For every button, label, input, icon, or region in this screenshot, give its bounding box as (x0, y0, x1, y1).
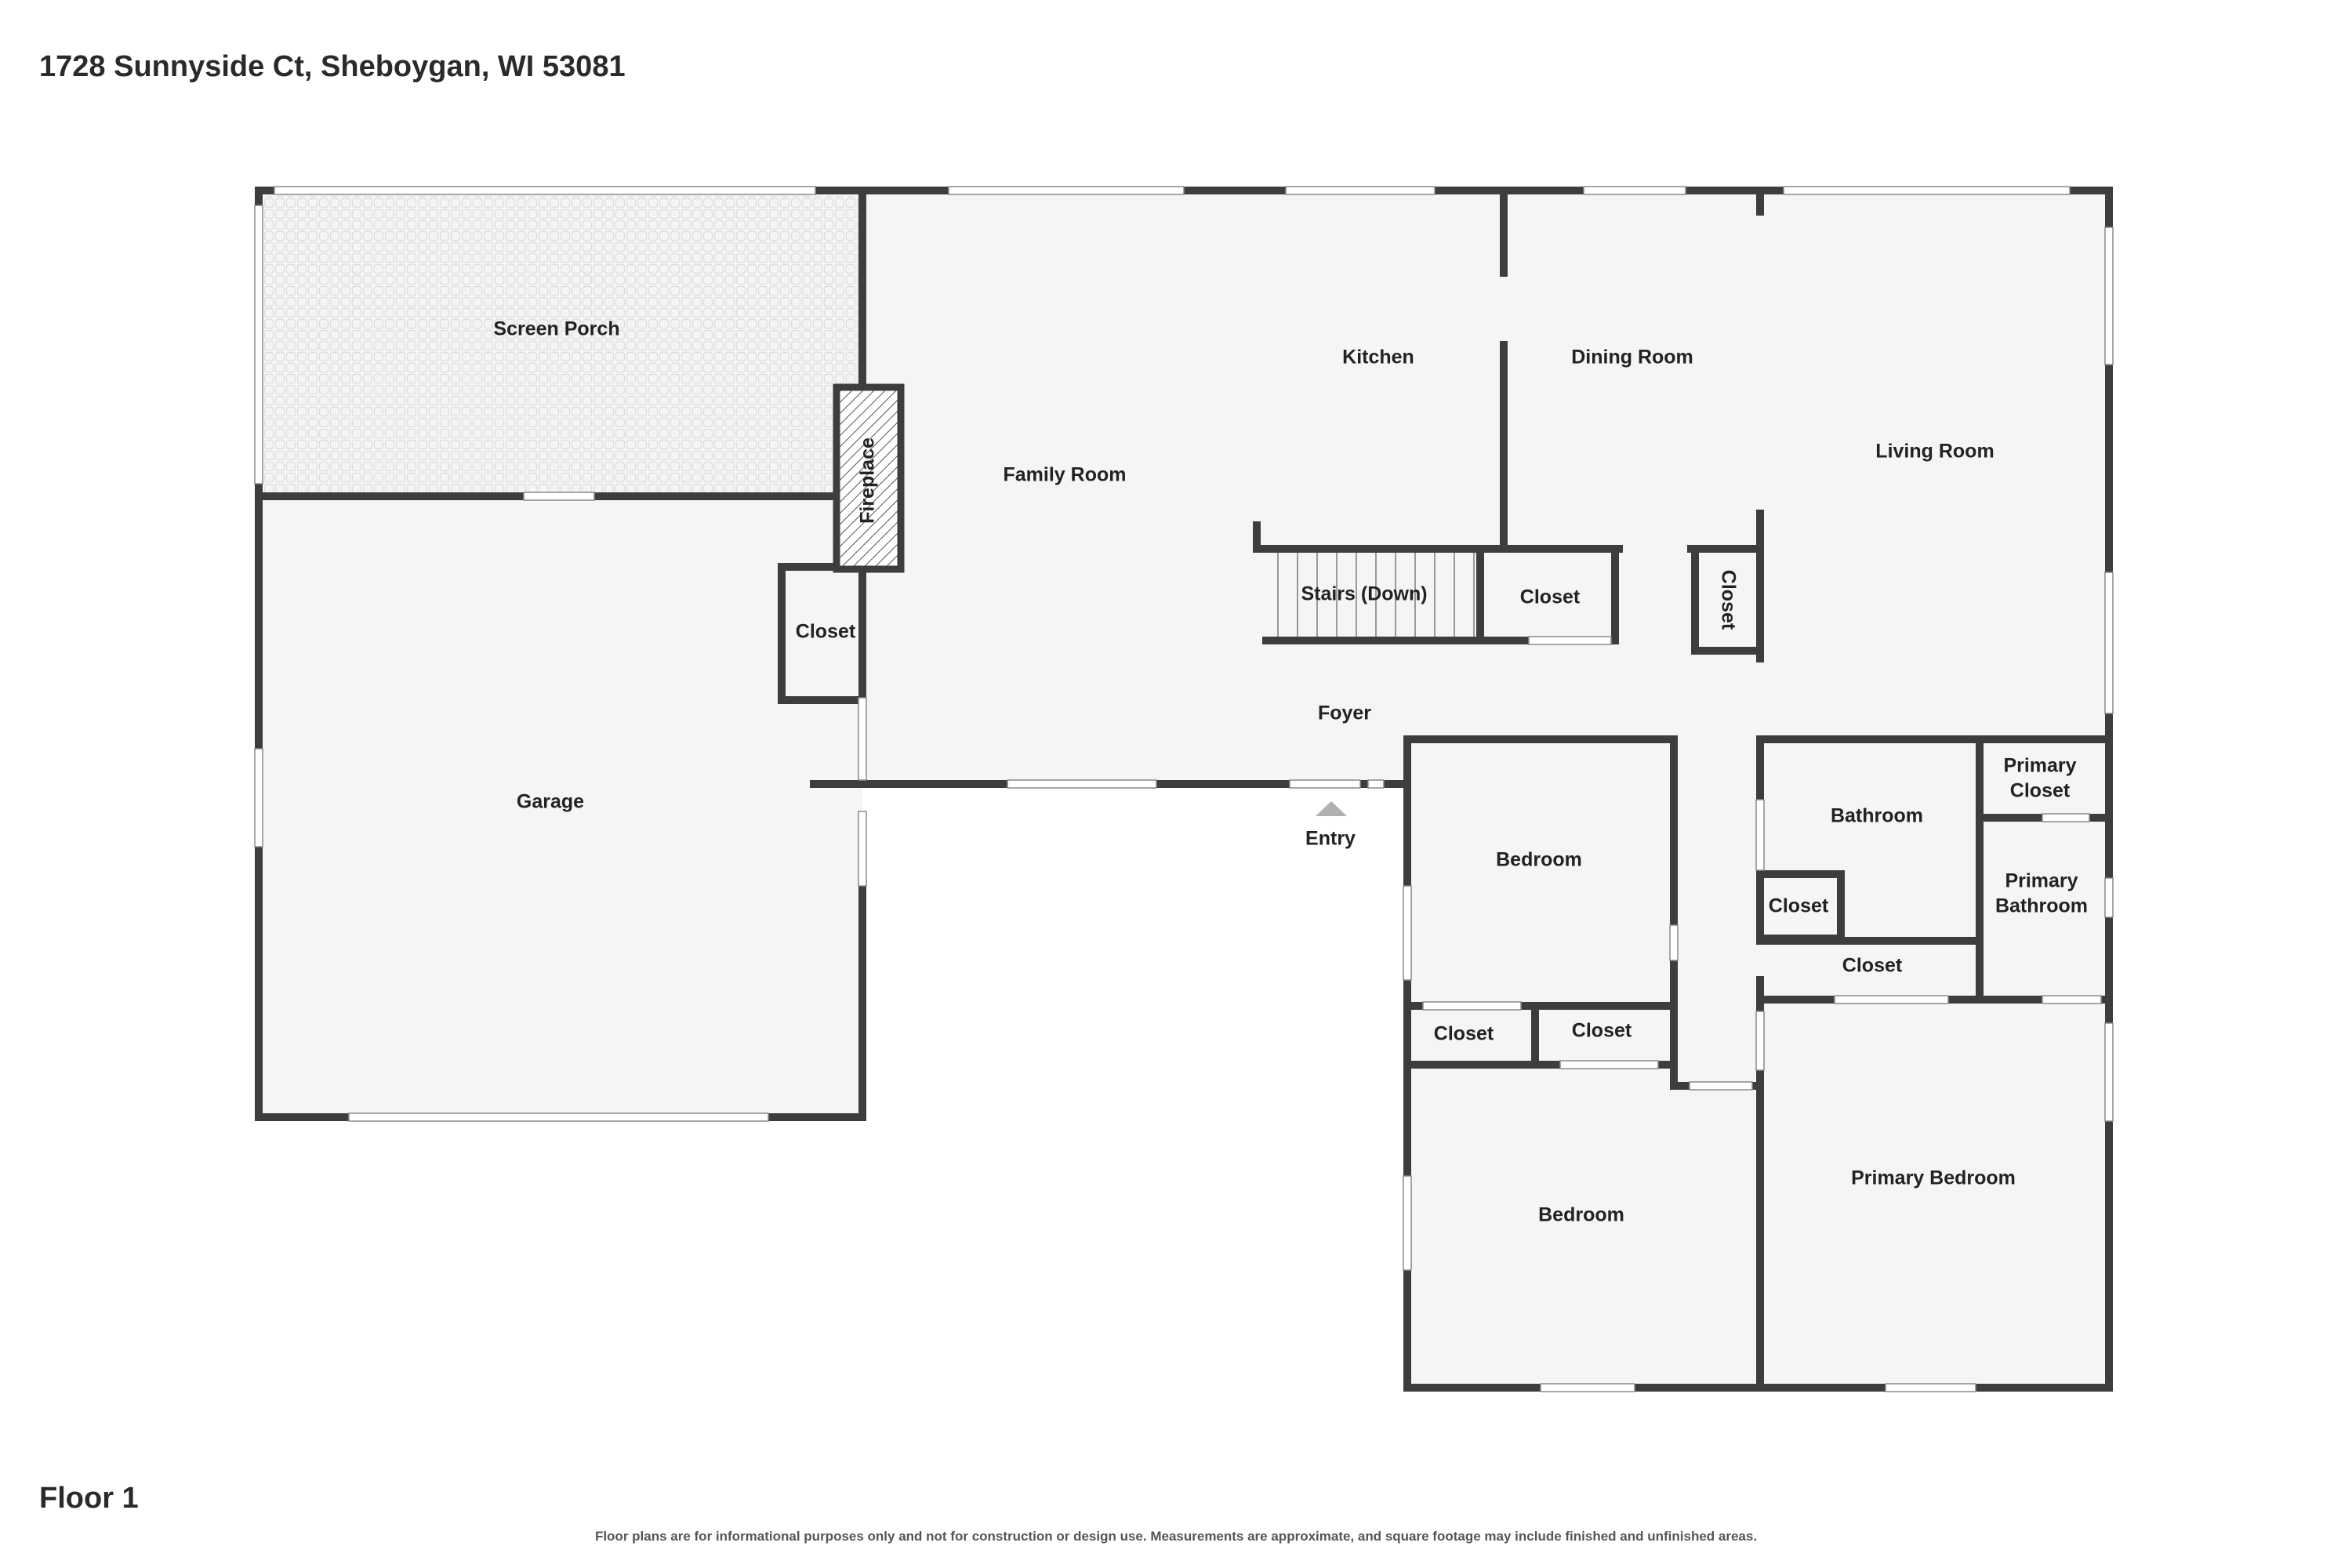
label-bedroom-2: Bedroom (1538, 1204, 1624, 1226)
label-garage: Garage (517, 791, 584, 813)
disclaimer-text: Floor plans are for informational purpos… (594, 1529, 1758, 1544)
label-entry: Entry (1305, 828, 1356, 850)
label-bedroom-1: Bedroom (1496, 849, 1582, 871)
screen-porch-floor (264, 196, 860, 499)
label-closet-bath: Closet (1769, 895, 1829, 917)
label-family-room: Family Room (1004, 464, 1127, 486)
label-closet-bed-a: Closet (1434, 1023, 1494, 1045)
label-primary-bedroom: Primary Bedroom (1851, 1167, 2016, 1189)
label-primary-closet-line1: Primary (2003, 755, 2076, 777)
windows (254, 186, 2114, 1392)
entry-arrow-icon (1316, 801, 1347, 816)
fireplace (833, 383, 905, 573)
label-foyer: Foyer (1318, 702, 1371, 724)
floor-label: Floor 1 (39, 1482, 139, 1515)
stairs-treads (1277, 553, 1475, 637)
label-bathroom: Bathroom (1831, 805, 1923, 827)
label-primary-bathroom-line1: Primary (2005, 870, 2078, 892)
label-closet-stairs: Closet (1520, 586, 1581, 608)
label-living-room: Living Room (1875, 441, 1994, 463)
label-closet-family: Closet (796, 621, 856, 643)
label-stairs: Stairs (Down) (1301, 583, 1427, 605)
label-primary-bathroom-line2: Bathroom (1995, 895, 2088, 917)
label-primary-closet-line2: Closet (2010, 780, 2071, 802)
label-kitchen: Kitchen (1342, 347, 1414, 368)
label-closet-bed-b: Closet (1572, 1020, 1632, 1042)
label-screen-porch: Screen Porch (493, 318, 619, 340)
label-dining-room: Dining Room (1571, 347, 1693, 368)
label-closet-living: Closet (1717, 570, 1739, 630)
label-fireplace: Fireplace (857, 437, 879, 524)
property-address: 1728 Sunnyside Ct, Sheboygan, WI 53081 (39, 50, 626, 83)
label-closet-hall: Closet (1842, 955, 1903, 977)
